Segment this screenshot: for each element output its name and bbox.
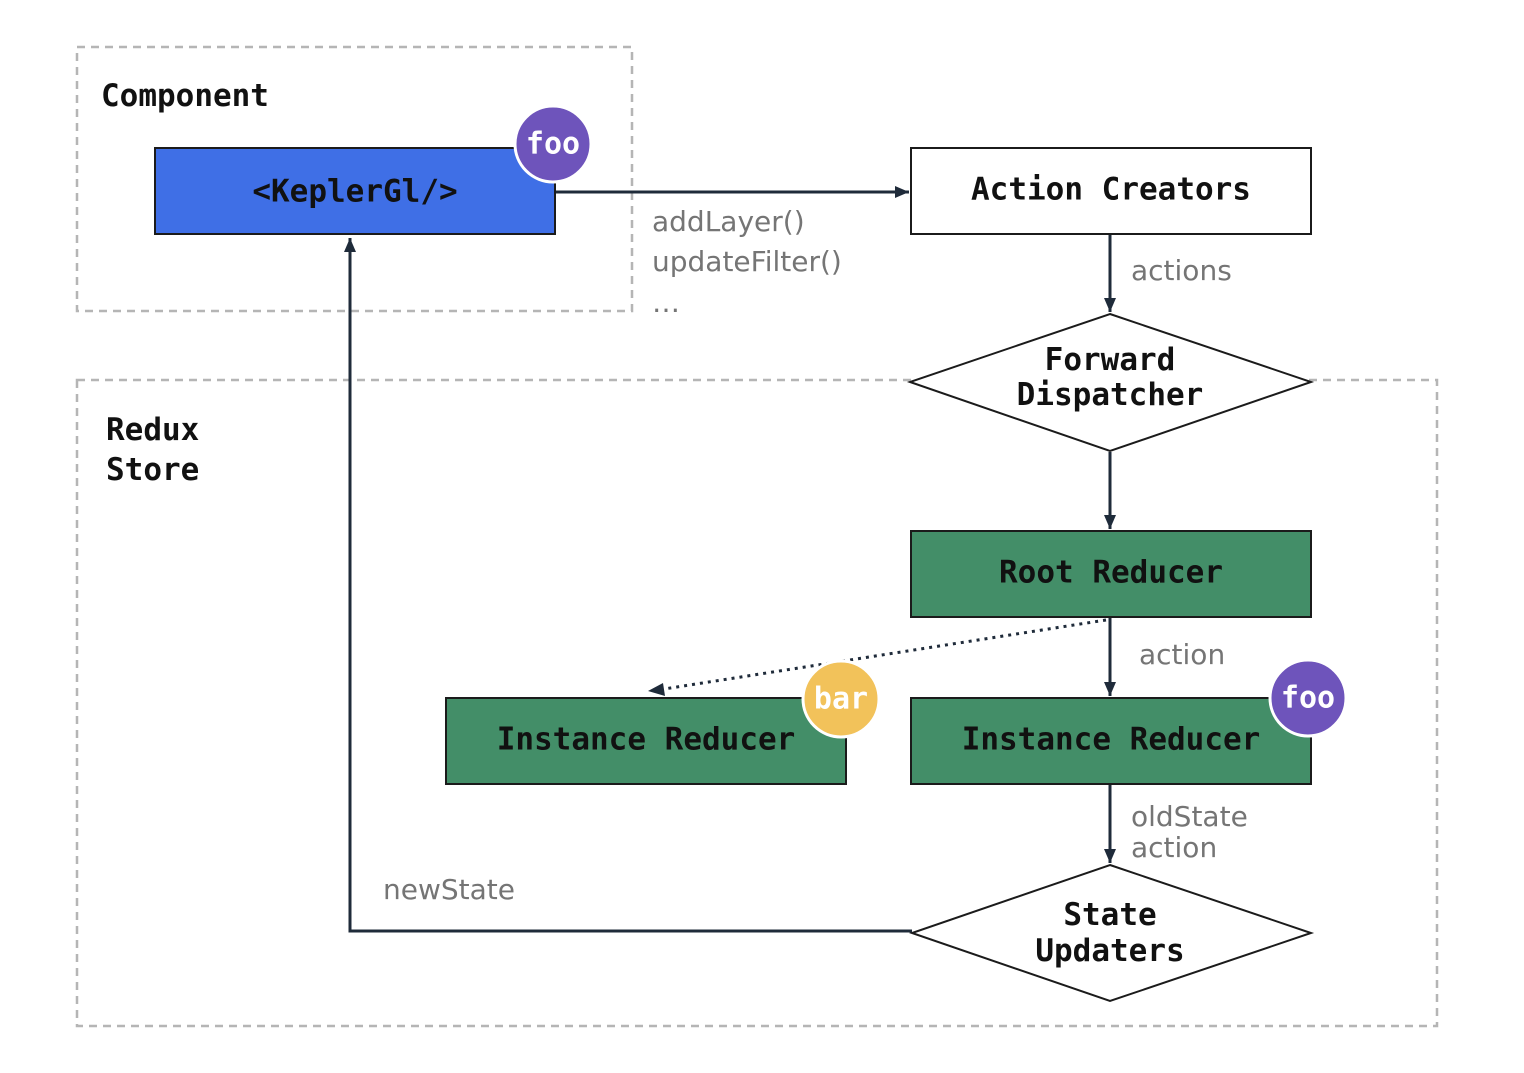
- instance-reducer-foo-node: [910, 697, 1312, 785]
- instance-reducer-bar-label: Instance Reducer: [497, 722, 796, 758]
- edge-state-updaters-to-component: [344, 238, 912, 933]
- action-creators-node: [910, 147, 1312, 235]
- keplergl-node: [154, 147, 556, 235]
- foo-badge-component: [513, 104, 593, 184]
- edge-label-newstate: newState: [383, 873, 515, 906]
- foo-badge-reducer: [1268, 658, 1348, 738]
- state-updaters-node: [908, 863, 1315, 1003]
- edge-label-addlayer: addLayer(): [652, 205, 805, 238]
- edge-label-actions: actions: [1131, 254, 1232, 287]
- edge-label-ellipsis: …: [652, 286, 680, 319]
- instance-reducer-foo-label: Instance Reducer: [962, 722, 1261, 758]
- edge-label-oldstate: oldState: [1131, 800, 1248, 833]
- edge-root-to-instance-reducer-bar-head: [648, 683, 665, 696]
- state-updaters-label-line2: Updaters: [1035, 933, 1184, 969]
- redux-store-label-line2: Store: [106, 452, 199, 488]
- edge-label-action: action: [1139, 638, 1225, 671]
- bar-badge-label: bar: [814, 682, 868, 717]
- forward-dispatcher-label-line2: Dispatcher: [1017, 377, 1204, 413]
- state-updaters-label-line1: State: [1063, 897, 1156, 933]
- redux-store-label-line1: Redux: [106, 412, 199, 448]
- edge-root-to-instance-reducer-bar: [663, 618, 1107, 691]
- foo-badge-component-label: foo: [526, 127, 580, 162]
- edge-label-action-2: action: [1131, 831, 1217, 864]
- root-reducer-label: Root Reducer: [999, 555, 1223, 591]
- redux-store-region: [75, 378, 1439, 1028]
- forward-dispatcher-node: [906, 312, 1315, 453]
- component-region: [75, 45, 634, 313]
- instance-reducer-bar-node: [445, 697, 847, 785]
- forward-dispatcher-label-line1: Forward: [1045, 342, 1176, 378]
- keplergl-label: <KeplerGl/>: [252, 174, 457, 210]
- foo-badge-reducer-label: foo: [1281, 681, 1335, 716]
- edge-label-updatefilter: updateFilter(): [652, 245, 842, 278]
- root-reducer-node: [910, 530, 1312, 618]
- bar-badge: [801, 659, 881, 739]
- action-creators-label: Action Creators: [971, 172, 1251, 208]
- component-region-label: Component: [101, 78, 269, 114]
